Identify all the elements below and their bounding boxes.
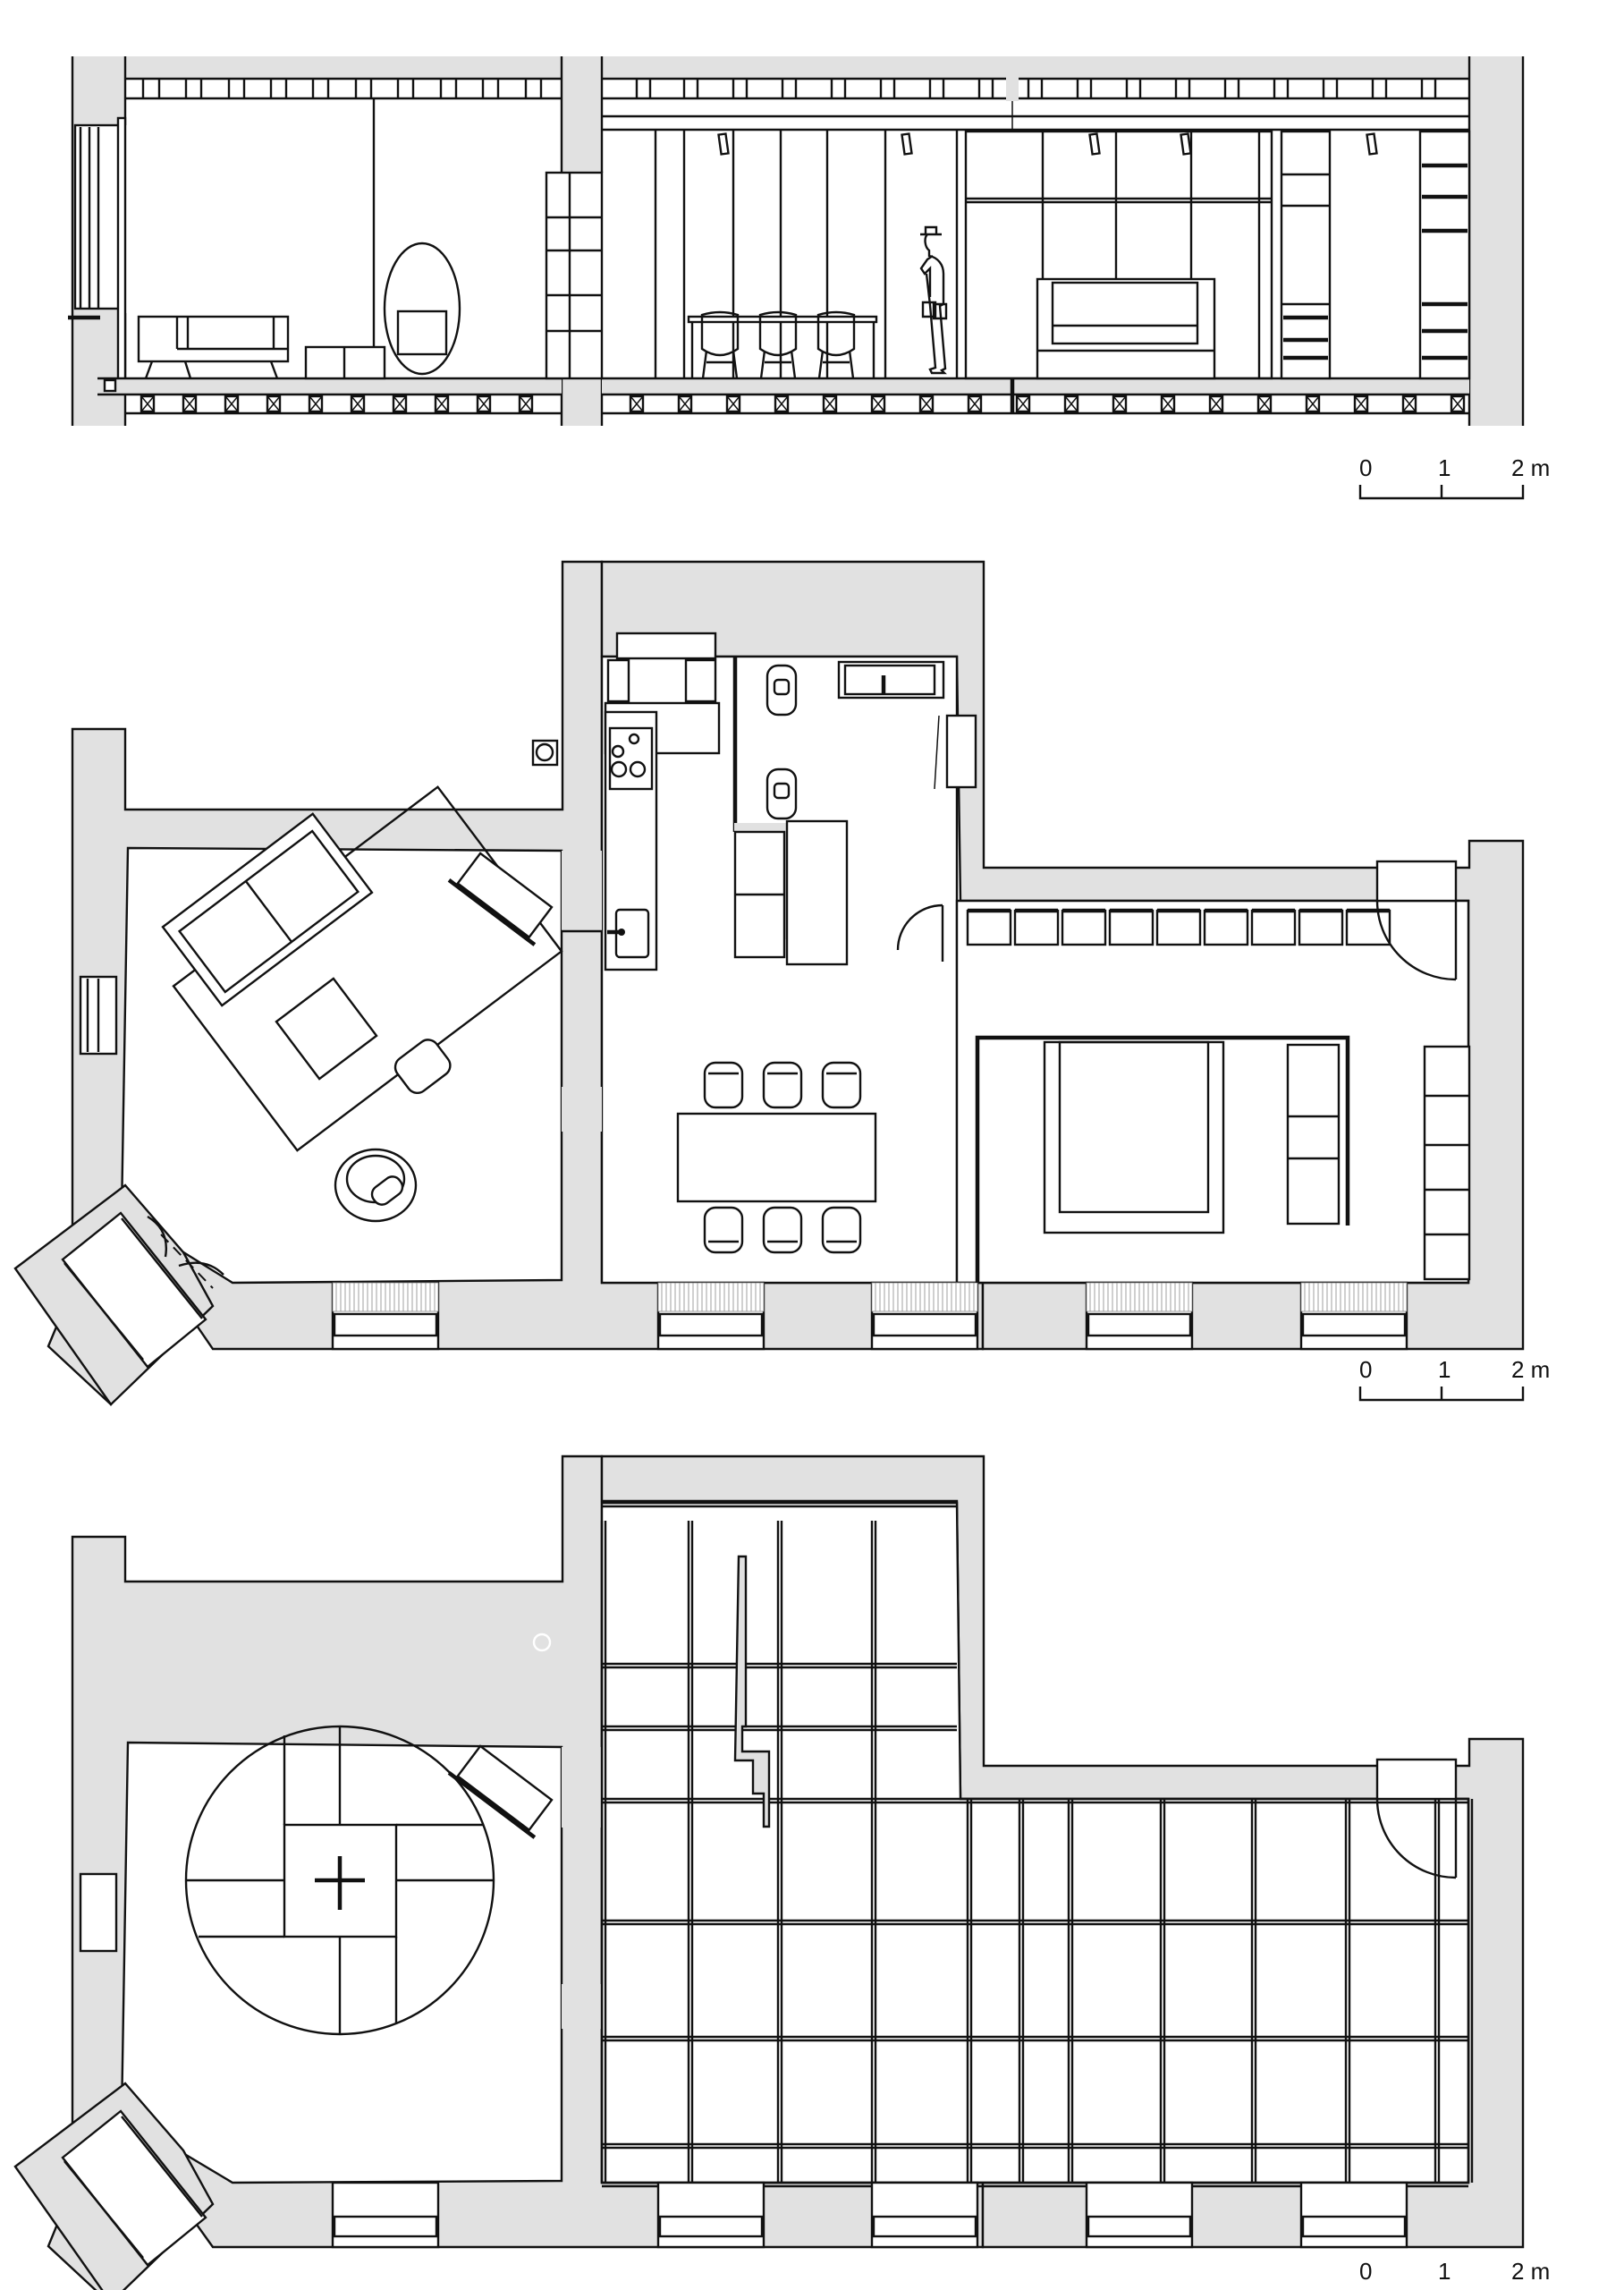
scale-tick-2: 2 m xyxy=(1511,454,1550,481)
ceiling-windows xyxy=(331,2181,1408,2249)
section-window xyxy=(68,116,127,382)
scale-tick-0: 0 xyxy=(1359,2258,1372,2285)
facade-windows xyxy=(331,1281,1408,1351)
person-figure xyxy=(919,225,948,375)
dining-chairs xyxy=(703,1061,862,1254)
section-egg-chair xyxy=(383,242,461,376)
scale-tick-2: 2 m xyxy=(1511,1356,1550,1383)
section-bed xyxy=(1036,277,1216,380)
bay-window xyxy=(13,1183,224,1406)
circular-ceiling-panel xyxy=(184,1725,495,2036)
scale-tick-2: 2 m xyxy=(1511,2258,1550,2285)
bedroom-partition xyxy=(975,1035,1350,1283)
section-dining-chairs xyxy=(700,310,856,379)
bathroom xyxy=(732,657,977,966)
kitchen-counter xyxy=(604,632,721,971)
coffee-table xyxy=(275,977,378,1081)
section-dining-table xyxy=(687,315,878,378)
section-shelving xyxy=(545,171,604,380)
scale-tick-1: 1 xyxy=(1438,1356,1451,1383)
hall-wardrobes xyxy=(966,908,1391,946)
floor-joists xyxy=(140,394,1466,413)
living-sofa xyxy=(161,812,374,1007)
track-spotlights xyxy=(717,132,1378,156)
scale-bar-plan: 0 1 2 m xyxy=(1358,1356,1550,1402)
entrance-door xyxy=(1375,860,1458,981)
scale-bar-ceiling: 0 1 2 m xyxy=(1359,2258,1550,2285)
ceiling-armchair-outline xyxy=(447,1744,554,1839)
section-wardrobe xyxy=(1280,130,1471,380)
dining-table xyxy=(676,1112,877,1203)
scale-tick-1: 1 xyxy=(1438,454,1451,481)
scale-bar-section: 0 1 2 m xyxy=(1358,454,1550,500)
section-sofa xyxy=(137,315,290,379)
section-wall-panels xyxy=(654,130,959,378)
ceiling-joists xyxy=(141,79,1437,98)
section-low-cabinet xyxy=(304,345,386,380)
ceiling-entrance-door xyxy=(1375,1758,1458,1879)
scale-tick-0: 0 xyxy=(1359,454,1372,481)
section-view xyxy=(68,56,1525,426)
living-armchair xyxy=(447,852,554,946)
floor-plan-view xyxy=(13,560,1525,1406)
ceiling-grid xyxy=(600,1501,1474,2188)
lounge-chair xyxy=(334,1148,418,1223)
ceiling-plan-view xyxy=(13,1455,1525,2290)
cross-icon xyxy=(315,1856,365,1910)
bedroom-wardrobes xyxy=(1423,1045,1471,1281)
ottoman xyxy=(393,1039,452,1095)
scale-tick-0: 0 xyxy=(1359,1356,1372,1383)
scale-tick-1: 1 xyxy=(1438,2258,1451,2285)
